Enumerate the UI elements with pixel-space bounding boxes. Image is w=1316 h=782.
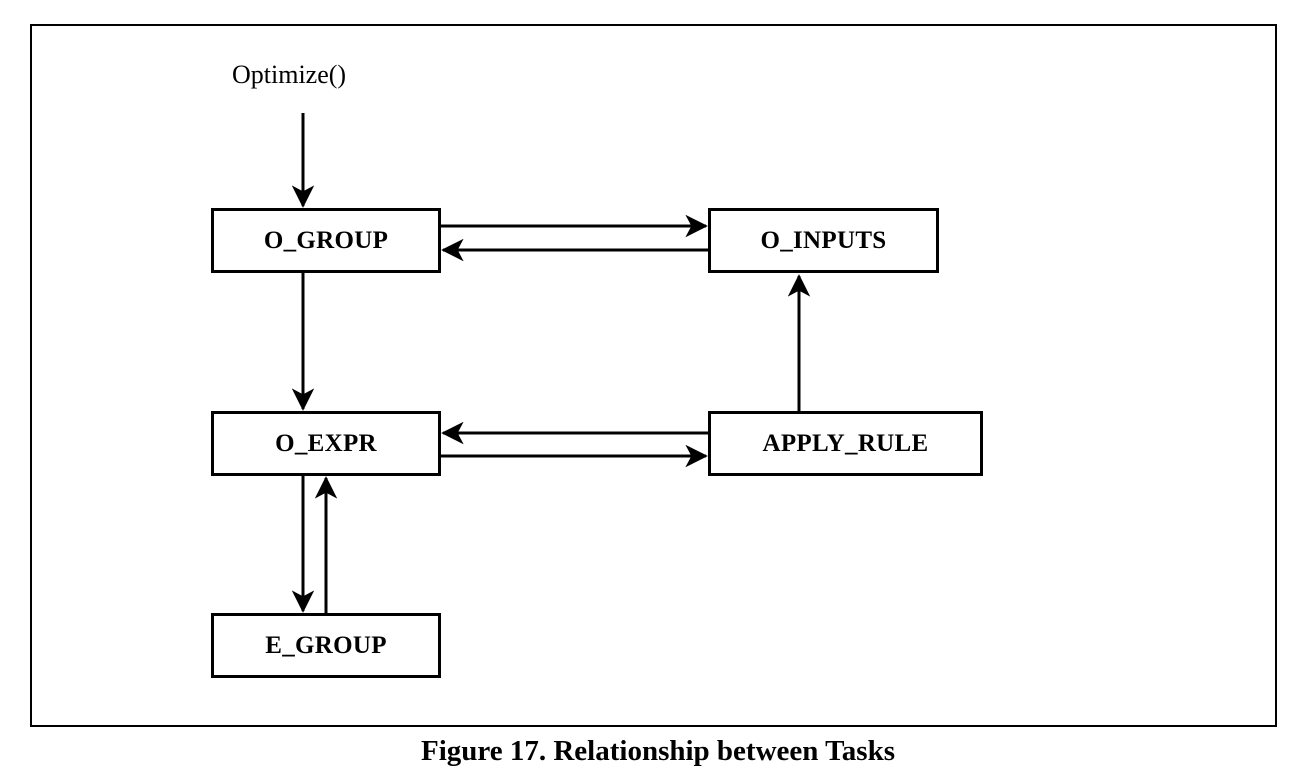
figure-caption: Figure 17. Relationship between Tasks [420,735,895,767]
node-o-expr[interactable]: O_EXPR [211,411,441,476]
diagram-connectors [291,113,811,613]
entry-point-label: Optimize() [232,60,347,89]
node-o-group-label: O_GROUP [263,227,389,254]
node-e-group-label: E_GROUP [265,632,387,659]
node-o-expr-label: O_EXPR [275,430,377,457]
node-apply-rule[interactable]: APPLY_RULE [708,411,983,476]
node-o-inputs-label: O_INPUTS [760,227,887,254]
node-e-group[interactable]: E_GROUP [211,613,441,678]
node-apply-rule-label: APPLY_RULE [762,430,929,457]
figure-frame-border [30,24,1277,727]
node-o-group[interactable]: O_GROUP [211,208,441,273]
node-o-inputs[interactable]: O_INPUTS [708,208,939,273]
